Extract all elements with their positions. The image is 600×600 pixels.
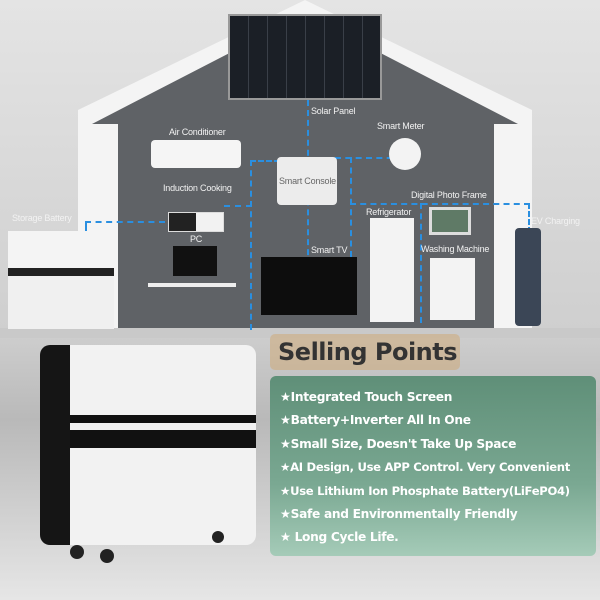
smart-tv-label: Smart TV [311, 245, 348, 255]
wheel [100, 549, 114, 563]
desk [148, 283, 236, 287]
selling-point: ★ Long Cycle Life. [280, 530, 399, 545]
selling-point: ★AI Design, Use APP Control. Very Conven… [280, 460, 571, 475]
pc-label: PC [190, 234, 203, 244]
ev-charger [515, 228, 541, 326]
selling-points-list: ★Integrated Touch Screen ★Battery+Invert… [270, 376, 596, 556]
smart-console-label: Smart Console [279, 176, 336, 186]
pc-monitor [173, 246, 217, 276]
battery-product [40, 345, 256, 545]
storage-battery-label: Storage Battery [12, 213, 72, 223]
washing-machine-label: Washing Machine [421, 244, 490, 254]
air-conditioner-label: Air Conditioner [169, 127, 226, 137]
induction-cooktop [168, 212, 224, 232]
digital-photo-frame-label: Digital Photo Frame [411, 190, 487, 200]
smart-tv [261, 257, 357, 315]
selling-point: ★Small Size, Doesn't Take Up Space [280, 436, 517, 451]
selling-point: ★Safe and Environmentally Friendly [280, 506, 518, 521]
washing-machine [430, 258, 475, 320]
refrigerator-label: Refrigerator [366, 207, 412, 217]
smart-meter-label: Smart Meter [377, 121, 425, 131]
refrigerator [370, 218, 414, 322]
solar-panel [228, 14, 382, 100]
smart-console [277, 157, 337, 205]
selling-point: ★Battery+Inverter All In One [280, 413, 471, 428]
storage-battery-small [8, 231, 114, 329]
ev-charging-label: EV Charging [531, 216, 580, 226]
solar-panel-label: Solar Panel [311, 106, 356, 116]
selling-points-title: Selling Points [270, 334, 460, 370]
selling-point: ★Use Lithium Ion Phosphate Battery(LiFeP… [280, 483, 570, 498]
wheel [70, 545, 84, 559]
wheel [212, 531, 224, 543]
smart-meter [389, 138, 421, 170]
induction-cooking-label: Induction Cooking [163, 183, 232, 193]
photo-frame [429, 207, 471, 235]
air-conditioner [151, 140, 241, 168]
selling-point: ★Integrated Touch Screen [280, 390, 453, 404]
